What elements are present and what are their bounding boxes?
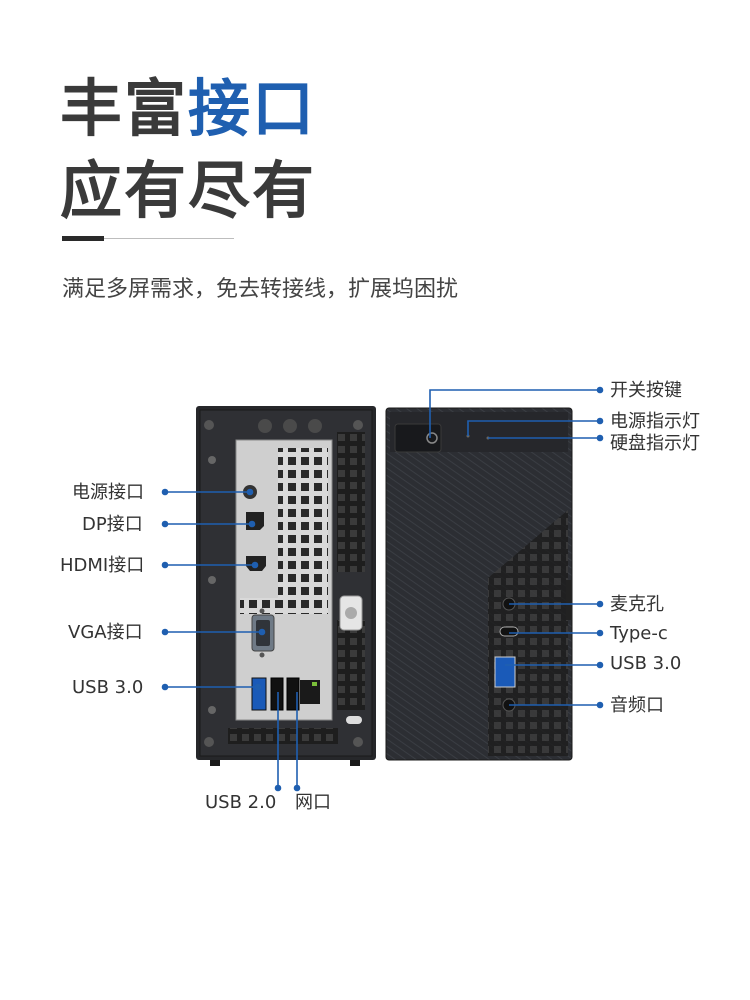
label-hdd-led: 硬盘指示灯	[610, 433, 700, 454]
label-usb20: USB 2.0	[205, 792, 277, 813]
label-mic-jack: 麦克孔	[610, 594, 664, 615]
label-audio-jack: 音频口	[610, 695, 664, 716]
headline-line-2: 应有尽有	[60, 154, 317, 227]
label-power-button: 开关按键	[610, 380, 682, 401]
headline-accent: 接口	[188, 72, 317, 145]
label-power-led: 电源指示灯	[610, 411, 700, 432]
label-front-usb30: USB 3.0	[610, 653, 682, 674]
rear-chassis	[196, 406, 376, 766]
title-underline-bar	[62, 236, 104, 241]
headline-line-1: 丰富接口	[60, 78, 316, 140]
subtitle: 满足多屏需求，免去转接线，扩展坞困扰	[62, 277, 459, 302]
label-hdmi-port: HDMI接口	[60, 555, 145, 576]
callout-lines	[161, 386, 604, 792]
label-power-port: 电源接口	[72, 482, 144, 503]
label-lan-port: 网口	[295, 792, 331, 813]
title-underline-rule	[104, 238, 234, 239]
headline-plain: 丰富	[60, 72, 189, 145]
front-chassis	[385, 407, 573, 761]
label-dp-port: DP接口	[82, 514, 143, 535]
label-rear-usb30: USB 3.0	[72, 677, 144, 698]
label-typec: Type-c	[610, 623, 668, 644]
label-vga-port: VGA接口	[68, 622, 143, 643]
